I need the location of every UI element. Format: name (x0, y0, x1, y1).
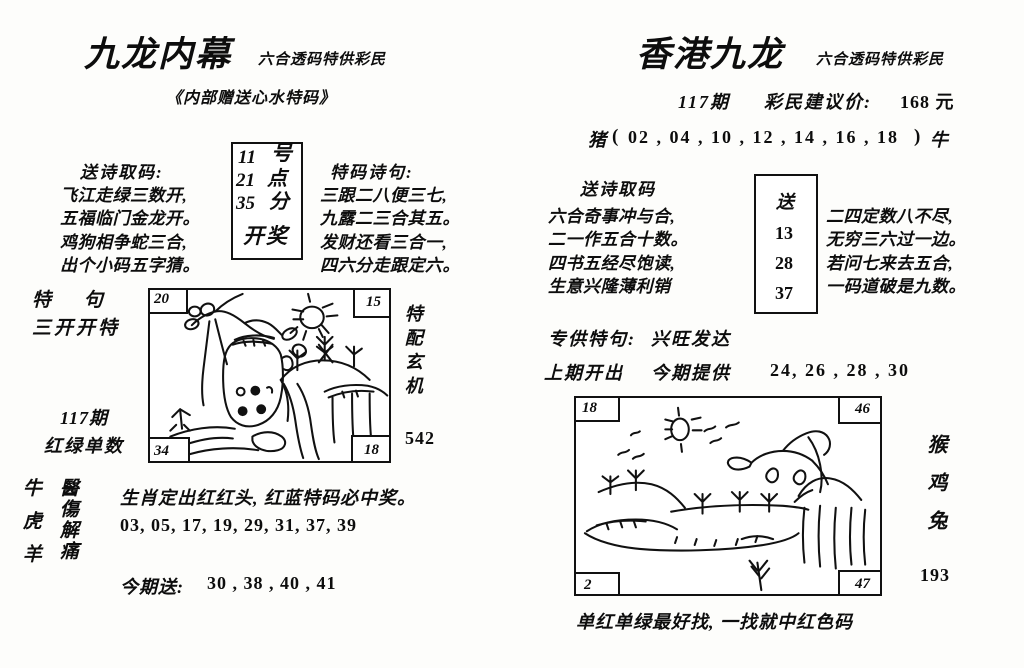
left-masthead: 九龙内幕 (84, 34, 233, 75)
right-poem-label: 送诗取码 (580, 180, 656, 199)
left-poem-line-4: 出个小码五字猜。 (60, 256, 200, 276)
left-special-poem-line-1: 三跟二八便三七, (320, 186, 448, 205)
left-special-poem-line-3: 发财还看三合一, (320, 232, 448, 252)
left-special-poem-label: 特码诗句: (330, 163, 414, 182)
draw-minute-value: 35 (236, 193, 255, 214)
right-poem-line-2: 二一作五合十数。 (548, 230, 688, 250)
left-poem-line-2: 五福临门金龙开。 (60, 209, 200, 229)
left-issue-number: 117期 (60, 408, 109, 428)
left-special-poem-line-2: 九露二三合其五。 (320, 209, 460, 229)
left-corner-num-tl: 20 (154, 291, 169, 307)
left-zodiac-column: 牛虎羊 (19, 478, 42, 577)
right-price-label: 彩民建议价: (764, 92, 872, 112)
left-masthead-subtitle: 六合透码特供彩民 (258, 52, 387, 68)
right-corner-box-bl (576, 572, 620, 594)
left-corner-box-br (351, 435, 389, 461)
right-poem2-line-1: 二四定数八不尽, (826, 207, 954, 226)
right-last-issue-label: 上期开出 (544, 363, 624, 383)
left-picture-drawing (169, 292, 389, 461)
left-special-poem-lines: 三跟二八便三七, 九露二三合其五。 发财还看三合一, 四六分走跟定六。 (320, 184, 460, 278)
right-corner-num-bl: 2 (584, 577, 592, 593)
left-poem-label: 送诗取码: (80, 163, 164, 182)
right-poem2-line-4: 一码道破是九数。 (826, 277, 966, 297)
right-range-numbers: 02 , 04 , 10 , 12 , 14 , 16 , 18 (628, 127, 899, 147)
draw-hour-value: 21 (236, 170, 255, 191)
right-range-open-paren: ( (612, 126, 620, 147)
right-corner-box-tl (576, 398, 620, 422)
left-side-vertical-note: 特配玄机 (402, 304, 423, 400)
left-issue-note: 红绿单数 (44, 436, 124, 456)
right-poem-line-1: 六合奇事冲与合, (548, 207, 676, 226)
right-picture-drawing (583, 406, 867, 592)
right-range-open-zodiac: 猪 (588, 130, 608, 150)
right-poem-line-4: 生意兴隆薄利销 (548, 277, 671, 297)
right-corner-num-br: 47 (855, 576, 870, 592)
right-footer-slogan: 单红单绿最好找, 一找就中红色码 (576, 612, 853, 632)
left-picture-frame: 20 15 34 18 (148, 288, 391, 463)
right-corner-num-tl: 18 (582, 400, 597, 416)
left-corner-num-br: 18 (364, 442, 379, 458)
left-remedy-column: 醫傷解痛 (56, 478, 79, 562)
left-slogan: 生肖定出红红头, 红蓝特码必中奖。 (120, 488, 416, 508)
left-special-poem-line-4: 四六分走跟定六。 (320, 256, 460, 276)
send-box-value-1: 13 (775, 223, 793, 243)
right-range-close-zodiac: 牛 (930, 130, 950, 150)
right-poem-line-3: 四书五经尽饱读, (548, 253, 676, 273)
left-side-note-1: 特 句 (32, 290, 117, 311)
draw-day-unit: 号 (271, 141, 292, 165)
draw-day-value: 11 (238, 147, 256, 168)
right-poem-lines: 六合奇事冲与合, 二一作五合十数。 四书五经尽饱读, 生意兴隆薄利销 (548, 205, 688, 299)
left-side-note-2: 三开开特 (32, 318, 121, 339)
left-poem-line-1: 飞江走绿三数开, (60, 186, 188, 205)
left-current-label: 今期送: (120, 577, 184, 597)
right-corner-box-tr (838, 398, 880, 424)
left-corner-box-tr (353, 290, 389, 318)
left-poem-line-3: 鸡狗相争蛇三合, (60, 232, 188, 252)
right-corner-num-tr: 46 (855, 401, 870, 417)
left-current-numbers: 30 , 38 , 40 , 41 (207, 573, 337, 593)
send-box-title: 送 (776, 192, 794, 213)
left-corner-box-bl (150, 437, 190, 461)
send-number-box: 送 13 28 37 (754, 174, 818, 314)
left-side-number: 542 (405, 428, 435, 448)
left-panel: 九龙内幕 六合透码特供彩民 《内部赠送心水特码》 送诗取码: 飞江走绿三数开, … (19, 34, 460, 597)
left-corner-num-bl: 34 (154, 443, 169, 459)
left-number-row: 03, 05, 17, 19, 29, 31, 37, 39 (120, 515, 357, 535)
left-corner-box-tl (150, 290, 188, 314)
right-masthead-subtitle: 六合透码特供彩民 (816, 52, 945, 68)
right-poem2-lines: 二四定数八不尽, 无穷三六过一边。 若问七来去五合, 一码道破是九数。 (826, 205, 966, 299)
left-corner-num-tr: 15 (366, 294, 381, 310)
right-poem2-line-3: 若问七来去五合, (826, 253, 954, 273)
right-picture-frame: 18 46 2 47 (574, 396, 882, 596)
draw-minute-unit: 分 (269, 191, 289, 213)
left-poem-lines: 飞江走绿三数开, 五福临门金龙开。 鸡狗相争蛇三合, 出个小码五字猜。 (60, 184, 200, 278)
right-issue-number: 117期 (678, 92, 731, 112)
right-panel: 香港九龙 六合透码特供彩民 117期 彩民建议价: 168 元 猪 ( 02 ,… (520, 0, 1024, 668)
right-special-value: 兴旺发达 (651, 329, 731, 349)
right-corner-box-br (838, 570, 880, 594)
send-box-value-2: 28 (775, 253, 793, 273)
right-masthead: 香港九龙 (636, 34, 785, 75)
draw-action-label: 开奖 (243, 224, 289, 248)
right-price-value: 168 元 (900, 92, 955, 112)
right-this-issue-label: 今期提供 (651, 363, 731, 383)
right-poem2-line-2: 无穷三六过一边。 (826, 230, 966, 250)
draw-hour-unit: 点 (267, 168, 287, 190)
send-box-value-3: 37 (775, 283, 793, 303)
right-range-close-paren: ) (914, 126, 922, 147)
draw-time-box: 11 号 21 点 35 分 开奖 (231, 142, 303, 260)
right-side-number: 193 (920, 565, 950, 585)
left-subtitle: 《内部赠送心水特码》 (166, 90, 337, 107)
right-special-label: 专供特句: (548, 329, 636, 349)
right-this-issue-numbers: 24, 26 , 28 , 30 (770, 360, 910, 380)
right-zodiac-column: 猴鸡兔 (924, 434, 948, 548)
